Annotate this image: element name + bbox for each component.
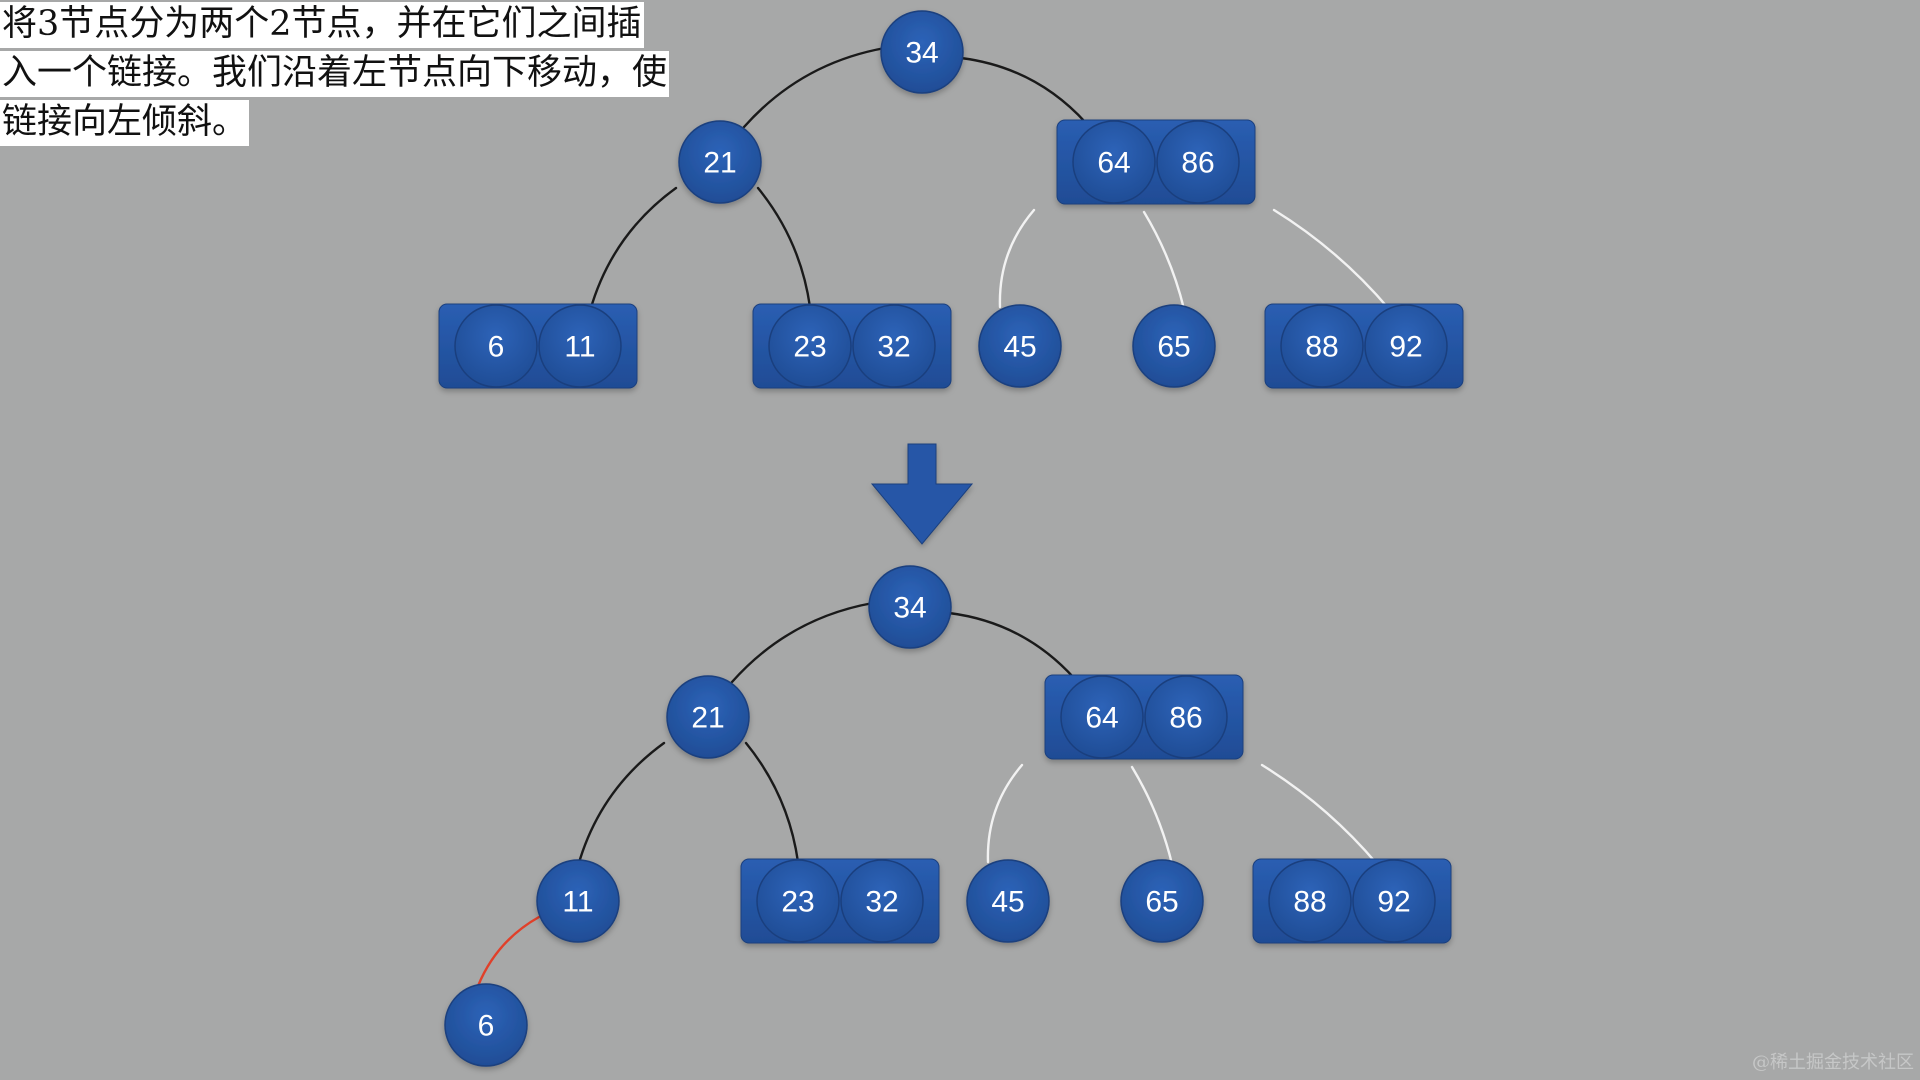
before-node-level2-3: 65 <box>1132 304 1216 388</box>
before-node-right: 64 86 <box>1056 119 1256 205</box>
key-label-92: 92 <box>1389 331 1422 364</box>
after-link-root-right <box>947 611 1076 680</box>
links-layer <box>476 46 1391 988</box>
after-node-level2-2: 45 <box>966 859 1050 943</box>
key-circle-64: 64 <box>1072 120 1156 204</box>
before-node-root: 34 <box>880 10 964 94</box>
before-link-right-child1 <box>1142 210 1186 311</box>
key-circle-92: 92 <box>1352 859 1436 943</box>
key-circle-88: 88 <box>1280 304 1364 388</box>
after-node-left: 21 <box>666 675 750 759</box>
key-label-32: 32 <box>877 331 910 364</box>
after-link-right-child0 <box>986 763 1024 864</box>
key-label-65: 65 <box>1145 886 1178 919</box>
key-circle-11: 11 <box>538 304 622 388</box>
before-link-root-right <box>959 56 1088 125</box>
before-link-right-child0 <box>998 208 1036 309</box>
key-label-21: 21 <box>691 702 724 735</box>
after-node-root: 34 <box>868 565 952 649</box>
after-node-level2-1: 23 32 <box>740 858 940 944</box>
key-label-86: 86 <box>1181 147 1214 180</box>
key-label-92: 92 <box>1377 886 1410 919</box>
key-label-23: 23 <box>793 331 826 364</box>
key-label-45: 45 <box>991 886 1024 919</box>
watermark: @稀土掘金技术社区 <box>1752 1052 1914 1073</box>
before-node-level2-2: 45 <box>978 304 1062 388</box>
after-node-level2-4: 88 92 <box>1252 858 1452 944</box>
key-circle-45: 45 <box>978 304 1062 388</box>
key-circle-34: 34 <box>880 10 964 94</box>
key-label-32: 32 <box>865 886 898 919</box>
caption-text: 将3节点分为两个2节点，并在它们之间插入一个链接。我们沿着左节点向下移动，使链接… <box>0 2 670 146</box>
key-label-6: 6 <box>488 331 505 364</box>
key-label-64: 64 <box>1097 147 1130 180</box>
key-label-11: 11 <box>564 331 595 364</box>
key-circle-21: 21 <box>678 120 762 204</box>
key-label-21: 21 <box>703 147 736 180</box>
after-link-right-child1 <box>1130 765 1174 866</box>
key-circle-86: 86 <box>1156 120 1240 204</box>
key-circle-21: 21 <box>666 675 750 759</box>
after-node-right: 64 86 <box>1044 674 1244 760</box>
key-circle-32: 32 <box>840 859 924 943</box>
key-circle-88: 88 <box>1268 859 1352 943</box>
before-link-root-left <box>742 46 887 129</box>
after-node-level3-0: 6 <box>444 983 528 1067</box>
after-node-level2-0: 11 <box>536 859 620 943</box>
key-label-64: 64 <box>1085 702 1118 735</box>
after-red-link <box>476 915 541 988</box>
key-circle-45: 45 <box>966 859 1050 943</box>
down-arrow-icon <box>870 443 974 545</box>
key-label-88: 88 <box>1293 886 1326 919</box>
key-circle-23: 23 <box>756 859 840 943</box>
after-link-left-child0 <box>576 741 666 868</box>
before-link-right-child2 <box>1272 208 1391 311</box>
before-link-left-child1 <box>756 186 812 309</box>
before-node-level2-0: 6 11 <box>438 303 638 389</box>
key-circle-34: 34 <box>868 565 952 649</box>
after-link-right-child2 <box>1260 763 1379 866</box>
key-label-6: 6 <box>478 1010 495 1043</box>
key-circle-65: 65 <box>1120 859 1204 943</box>
key-label-23: 23 <box>781 886 814 919</box>
key-label-65: 65 <box>1157 331 1190 364</box>
before-link-left-child0 <box>588 186 678 313</box>
key-circle-92: 92 <box>1364 304 1448 388</box>
key-circle-65: 65 <box>1132 304 1216 388</box>
nodes-layer: 34 21 64 86 6 11 23 32 45 65 88 92 34 21 64 86 11 23 32 45 6… <box>438 10 1464 1067</box>
key-label-11: 11 <box>562 886 593 919</box>
caption-box: 将3节点分为两个2节点，并在它们之间插入一个链接。我们沿着左节点向下移动，使链接… <box>0 0 672 147</box>
key-circle-6: 6 <box>444 983 528 1067</box>
key-circle-86: 86 <box>1144 675 1228 759</box>
before-node-level2-4: 88 92 <box>1264 303 1464 389</box>
key-label-86: 86 <box>1169 702 1202 735</box>
key-label-88: 88 <box>1305 331 1338 364</box>
key-label-45: 45 <box>1003 331 1036 364</box>
key-circle-11: 11 <box>536 859 620 943</box>
key-label-34: 34 <box>893 592 926 625</box>
key-circle-64: 64 <box>1060 675 1144 759</box>
key-circle-6: 6 <box>454 304 538 388</box>
before-node-left: 21 <box>678 120 762 204</box>
before-node-level2-1: 23 32 <box>752 303 952 389</box>
after-link-left-child1 <box>744 741 800 864</box>
key-circle-32: 32 <box>852 304 936 388</box>
key-label-34: 34 <box>905 37 938 70</box>
after-link-root-left <box>730 601 875 684</box>
key-circle-23: 23 <box>768 304 852 388</box>
after-node-level2-3: 65 <box>1120 859 1204 943</box>
